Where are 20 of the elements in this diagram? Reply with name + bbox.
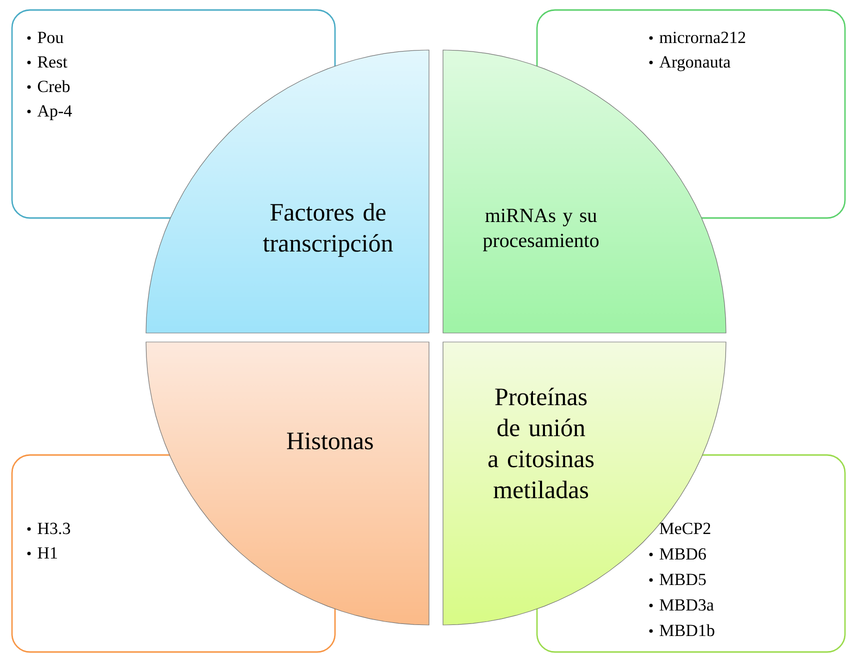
quadrant-shape xyxy=(146,50,430,334)
list-item: Creb xyxy=(38,80,70,92)
quadrant-label: Proteínas de unión a citosinas metiladas xyxy=(488,388,594,498)
list-item: MBD5 xyxy=(660,574,706,586)
list-item: H1 xyxy=(38,547,57,558)
list-item: Rest xyxy=(38,56,68,68)
list-item: Pou xyxy=(38,32,64,44)
quadrant-shape xyxy=(146,342,430,626)
quadrant-label: miRNAs y su procesamiento xyxy=(483,208,599,252)
quadrant-label: Factores de transcripción xyxy=(263,203,393,257)
quadrant-shape xyxy=(442,342,726,626)
list-item: MBD1b xyxy=(660,624,714,636)
list-item: MBD6 xyxy=(660,548,706,560)
quadrant-label: Histonas xyxy=(286,432,373,450)
list-item: Ap-4 xyxy=(37,105,72,120)
list-item: MBD3a xyxy=(660,599,714,611)
list-item: Argonauta xyxy=(659,56,730,72)
list-item: MeCP2 xyxy=(660,522,710,534)
list-item: microrna212 xyxy=(660,32,746,44)
list-item: H3.3 xyxy=(38,522,70,534)
